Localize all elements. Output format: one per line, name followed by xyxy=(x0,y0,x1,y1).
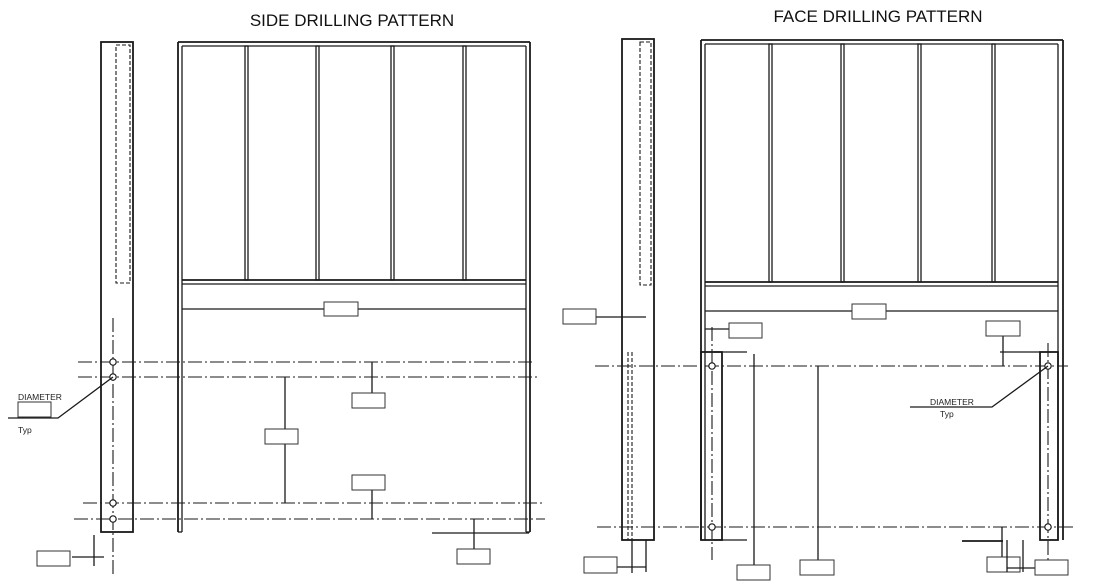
face-title: FACE DRILLING PATTERN xyxy=(773,7,982,26)
dimension-box-post-edge[interactable] xyxy=(36,550,71,567)
dimension-box-plate-length[interactable] xyxy=(736,564,771,581)
dimension-box-top-pitch[interactable] xyxy=(351,392,386,409)
right-mounting-plate xyxy=(1039,351,1059,541)
hole xyxy=(708,523,716,531)
diameter-value-box[interactable] xyxy=(17,401,52,418)
side-post xyxy=(100,41,134,533)
side-dimensions xyxy=(36,301,529,567)
face-dimensions xyxy=(562,303,1069,581)
hole xyxy=(1044,523,1052,531)
dimension-box-left-offset[interactable] xyxy=(728,322,763,339)
hole xyxy=(109,358,117,366)
face-drilling-pattern: FACE DRILLING PATTERN xyxy=(562,7,1075,581)
dimension-box-width[interactable] xyxy=(323,301,359,317)
dimension-box-far-right[interactable] xyxy=(1034,559,1069,576)
hole xyxy=(708,362,716,370)
dimension-box-width[interactable] xyxy=(851,303,887,320)
side-panel-frame xyxy=(177,41,531,533)
typ-label: Typ xyxy=(18,425,32,435)
diameter-label: DIAMETER xyxy=(18,392,62,402)
side-drilling-pattern: SIDE DRILLING PATTERN xyxy=(8,11,545,575)
dimension-box-bottom-right[interactable] xyxy=(986,556,1021,573)
side-title: SIDE DRILLING PATTERN xyxy=(250,11,454,30)
dimension-box-post-bottom[interactable] xyxy=(583,556,618,574)
dimension-box-bottom-offset[interactable] xyxy=(456,548,491,565)
face-diameter-callout: DIAMETER Typ xyxy=(910,365,1049,419)
dimension-box-top-right[interactable] xyxy=(985,320,1021,337)
dimension-box-bottom-pitch[interactable] xyxy=(351,474,386,491)
face-post xyxy=(621,38,655,541)
dimension-box-hole-spacing[interactable] xyxy=(799,559,835,576)
dimension-box-post-top[interactable] xyxy=(562,308,597,325)
face-holes xyxy=(708,362,1052,531)
face-center-lines xyxy=(595,327,1075,570)
typ-label: Typ xyxy=(940,409,954,419)
dimension-box-hole-spacing[interactable] xyxy=(264,428,299,445)
hole xyxy=(109,515,117,523)
side-panel-dividers xyxy=(244,45,467,281)
face-panel-dividers xyxy=(768,43,996,283)
face-panel-frame xyxy=(700,39,1064,541)
diameter-label: DIAMETER xyxy=(930,397,974,407)
side-diameter-callout: DIAMETER Typ xyxy=(8,376,114,435)
side-center-lines xyxy=(74,318,545,575)
hole xyxy=(109,499,117,507)
